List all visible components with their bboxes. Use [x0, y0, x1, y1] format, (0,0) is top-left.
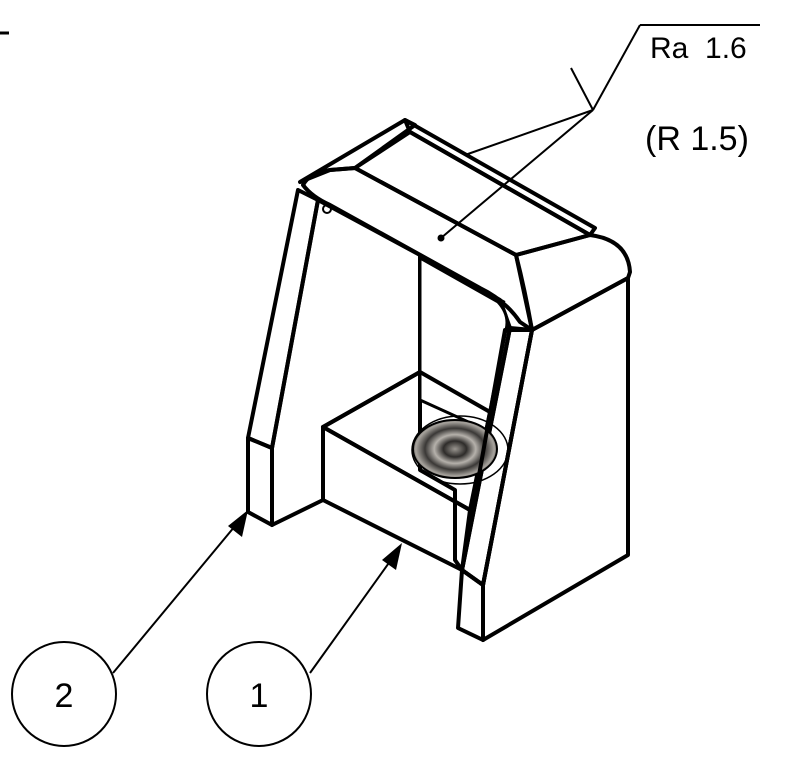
balloon-1-circle: [206, 641, 312, 747]
finish-leader-2: [440, 109, 594, 239]
left-leg-foot-front: [246, 436, 274, 527]
balloon-2-leader: [112, 519, 241, 674]
finish-symbol-long-leg: [592, 24, 641, 111]
left-leg-front-face: [246, 188, 320, 450]
top-back-chamfer: [298, 118, 417, 184]
balloon-1-number: 1: [250, 677, 269, 715]
left-leg-inner-face: [270, 198, 422, 527]
balloon-1-arrowhead: [382, 543, 402, 570]
finish-roughness-label: Ra 1.6: [650, 32, 747, 65]
balloon-1-leader: [309, 552, 397, 674]
finish-leader-1: [464, 109, 594, 156]
part-body: [246, 118, 632, 642]
top-rear-edge-strip: [403, 118, 597, 237]
surface-finish-symbol[interactable]: Ra 1.6 (R 1.5): [437, 24, 761, 242]
groove-end-hole: [322, 204, 332, 214]
balloon-2-number: 2: [55, 677, 74, 715]
balloon-1[interactable]: 1: [206, 543, 402, 747]
finish-secondary-label: (R 1.5): [645, 120, 749, 158]
balloon-2-arrowhead: [228, 510, 248, 537]
right-leg-front-face-overlay: [460, 328, 534, 587]
balloon-2-circle: [11, 641, 117, 747]
threaded-hole: [412, 419, 498, 479]
finish-leader-dot: [437, 234, 445, 242]
top-right-fillet: [514, 233, 632, 332]
balloon-2[interactable]: 2: [11, 510, 248, 747]
finish-symbol-short-leg: [570, 67, 594, 111]
front-groove-line: [329, 204, 506, 303]
